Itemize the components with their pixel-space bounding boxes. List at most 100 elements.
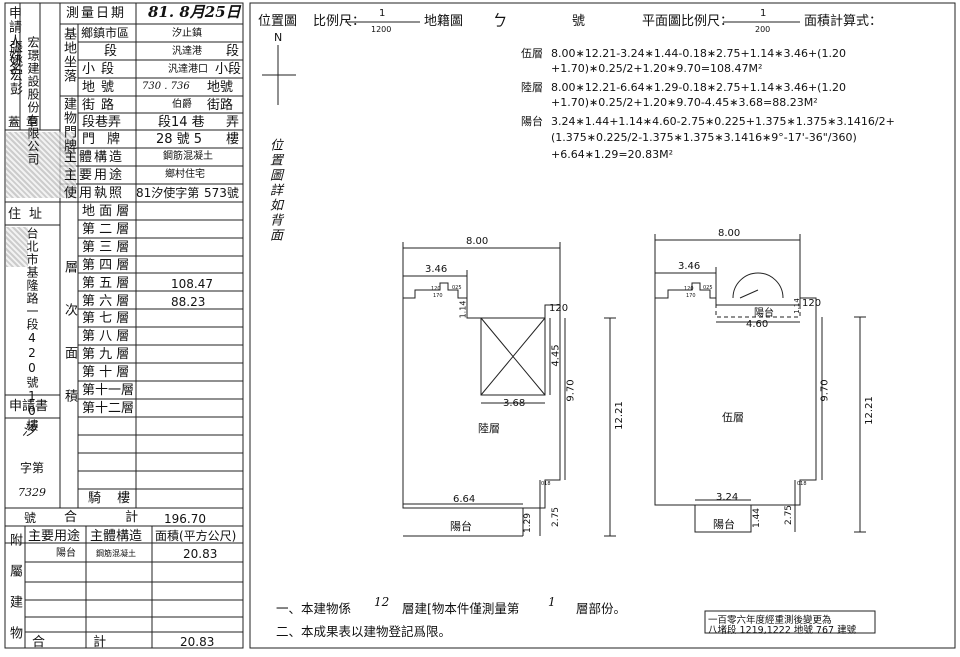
plan-scale-num: 1	[760, 8, 767, 19]
street-value: 伯爵	[172, 99, 192, 110]
plan-left-dim-1221: 12.21	[613, 401, 625, 430]
scale-label: 比例尺：	[313, 14, 366, 29]
note2: 二、本成果表以建物登記爲限。	[276, 624, 452, 639]
formula-5F-line2: +1.70)∗0.25/2+1.20∗9.70=108.47M²	[551, 62, 763, 75]
subsection-label-right: 小段	[215, 62, 242, 77]
use-label: 主要用途	[64, 168, 125, 183]
stamp-line2: 八堵段 1219,1222 地號 767 建號	[708, 625, 857, 636]
floor-name: 第 五 層	[82, 275, 130, 291]
plan-right-dim-970: 9.70	[819, 379, 831, 402]
stamp-box	[704, 610, 876, 634]
cadastral-mark: ㄅ	[490, 11, 507, 30]
plan-right-dim-144: 1.44	[752, 507, 763, 529]
floor-name: 第十二層	[82, 400, 135, 416]
plan-left-dim-275: 2.75	[551, 506, 562, 528]
lane-value: 段14 巷	[158, 115, 205, 130]
plan-left-dim-664: 6.64	[453, 494, 476, 505]
company-seal	[6, 132, 76, 198]
street-label: 街路	[82, 98, 121, 113]
number-value: 28 號 5	[156, 132, 203, 147]
total-value: 196.70	[164, 512, 206, 526]
floor-name: 第 九 層	[82, 347, 130, 363]
section-value: 汎達港	[172, 46, 202, 57]
use-value: 鄉村住宅	[165, 169, 205, 180]
lane-suffix: 弄	[226, 115, 240, 130]
survey-date-label: 測量日期	[66, 6, 127, 21]
lot-label-right: 地號	[207, 80, 234, 95]
area-calc-label: 面積計算式：	[804, 14, 883, 29]
application-value-1: 汐	[22, 423, 36, 439]
township-label: 鄉鎮市區	[81, 26, 130, 40]
plan-left-dim-970: 9.70	[565, 379, 577, 402]
plan-right-dim-114: 1.14	[792, 298, 801, 314]
plan-left-dim-018: 018	[541, 481, 551, 487]
formula-5F-line1: 8.00∗12.21-3.24∗1.44-0.18∗2.75+1.14∗3.46…	[551, 47, 846, 60]
north-label: N	[274, 31, 283, 44]
lane-label: 段巷弄	[82, 115, 122, 130]
number-label: 門牌	[82, 132, 133, 147]
scale-den: 1200	[371, 25, 392, 34]
license-number: 573號	[204, 186, 239, 200]
floor-name: 第 八 層	[82, 329, 130, 345]
floor-area: 108.47	[171, 276, 213, 291]
formula-6F-line1: 8.00∗12.21-6.64∗1.29-0.18∗2.75+1.14∗3.46…	[551, 81, 846, 94]
formula-balcony-line1: 3.24∗1.44+1.14∗4.60-2.75∗0.225+1.375∗1.3…	[551, 115, 895, 128]
plan-left-outline	[402, 242, 616, 537]
plan-left-name: 陸層	[478, 422, 500, 435]
survey-date-value: 81. 8月25日	[148, 3, 241, 21]
note1-a: 一、本建物係	[276, 601, 352, 616]
formula-5F-label: 伍層	[521, 47, 543, 60]
plan-left-dim-368: 3.68	[503, 398, 526, 409]
plan-right-dim-120a: 120	[684, 286, 694, 292]
plan-left-dim-170: 170	[433, 293, 443, 299]
township-value: 汐止鎮	[172, 28, 202, 39]
plan-left-dim-025: 025	[452, 285, 462, 291]
plan-right-dim-460: 4.60	[746, 319, 769, 330]
plan-right-dim-170: 170	[686, 293, 696, 299]
arcade-label: 騎 樓	[88, 491, 137, 506]
address-label: 住址	[8, 207, 51, 222]
plan-right-balcony: 陽台	[713, 518, 735, 531]
bldg-label: 建物門牌	[61, 97, 76, 153]
plan-right-outline	[654, 234, 866, 533]
main-label: 主體構造	[64, 150, 125, 165]
attached-row-area: 20.83	[183, 547, 218, 561]
plan-left-dim-346: 3.46	[425, 264, 448, 275]
plan-right-dim-1221: 12.21	[863, 396, 875, 425]
floor-area-label: 層次面積	[62, 260, 77, 432]
plan-right-dim-120: 120	[802, 298, 822, 309]
plan-left-dim-445: 4.45	[550, 344, 562, 367]
formula-balcony-label: 陽台	[521, 115, 543, 128]
formula-6F-line2: +1.70)∗0.25/2+1.20∗9.70-4.45∗3.68=88.23M…	[551, 96, 818, 109]
street-label-right: 街路	[207, 98, 234, 113]
section-label-left: 段	[104, 44, 118, 59]
address-value: 台北市基隆路一段420號10樓	[25, 227, 39, 432]
applicant-label: 申請人姓名	[6, 6, 21, 76]
attached-row-structure: 鋼筋混凝土	[96, 549, 136, 558]
location-note: 位置圖詳如背面	[267, 138, 282, 243]
note1-b: 層建[物本件僅測量第	[402, 601, 520, 616]
plan-left-dim-top: 8.00	[466, 236, 489, 247]
plan-scale-den: 200	[755, 25, 771, 34]
cadastral-label: 地籍圖	[424, 14, 464, 29]
applicant-name: 張姚宏彭	[7, 40, 22, 96]
floor-name: 第 七 層	[82, 311, 130, 327]
plan-right-dim-018: 018	[797, 481, 807, 487]
note1-c: 層部份。	[576, 601, 627, 616]
floor-name: 第十一層	[82, 383, 135, 398]
lot-label: 地號	[82, 80, 121, 95]
plan-right-name: 伍層	[722, 411, 744, 424]
address-seal	[6, 227, 28, 267]
plan-left-balcony: 陽台	[450, 520, 472, 533]
attached-label: 附屬建物	[7, 533, 22, 657]
application-value-2: 字第	[20, 461, 45, 475]
plan-right-dim-324: 3.24	[716, 492, 739, 503]
number-suffix: 樓	[226, 132, 240, 147]
application-label: 申請書	[9, 399, 49, 414]
plan-scale-label: 平面圖比例尺：	[642, 14, 734, 29]
attached-total-value: 20.83	[180, 635, 215, 649]
section-label-right: 段	[226, 44, 240, 59]
stamp-line1: 一百零六年度經重測後變更為	[708, 615, 832, 626]
floor-name: 地 面 層	[82, 204, 130, 219]
